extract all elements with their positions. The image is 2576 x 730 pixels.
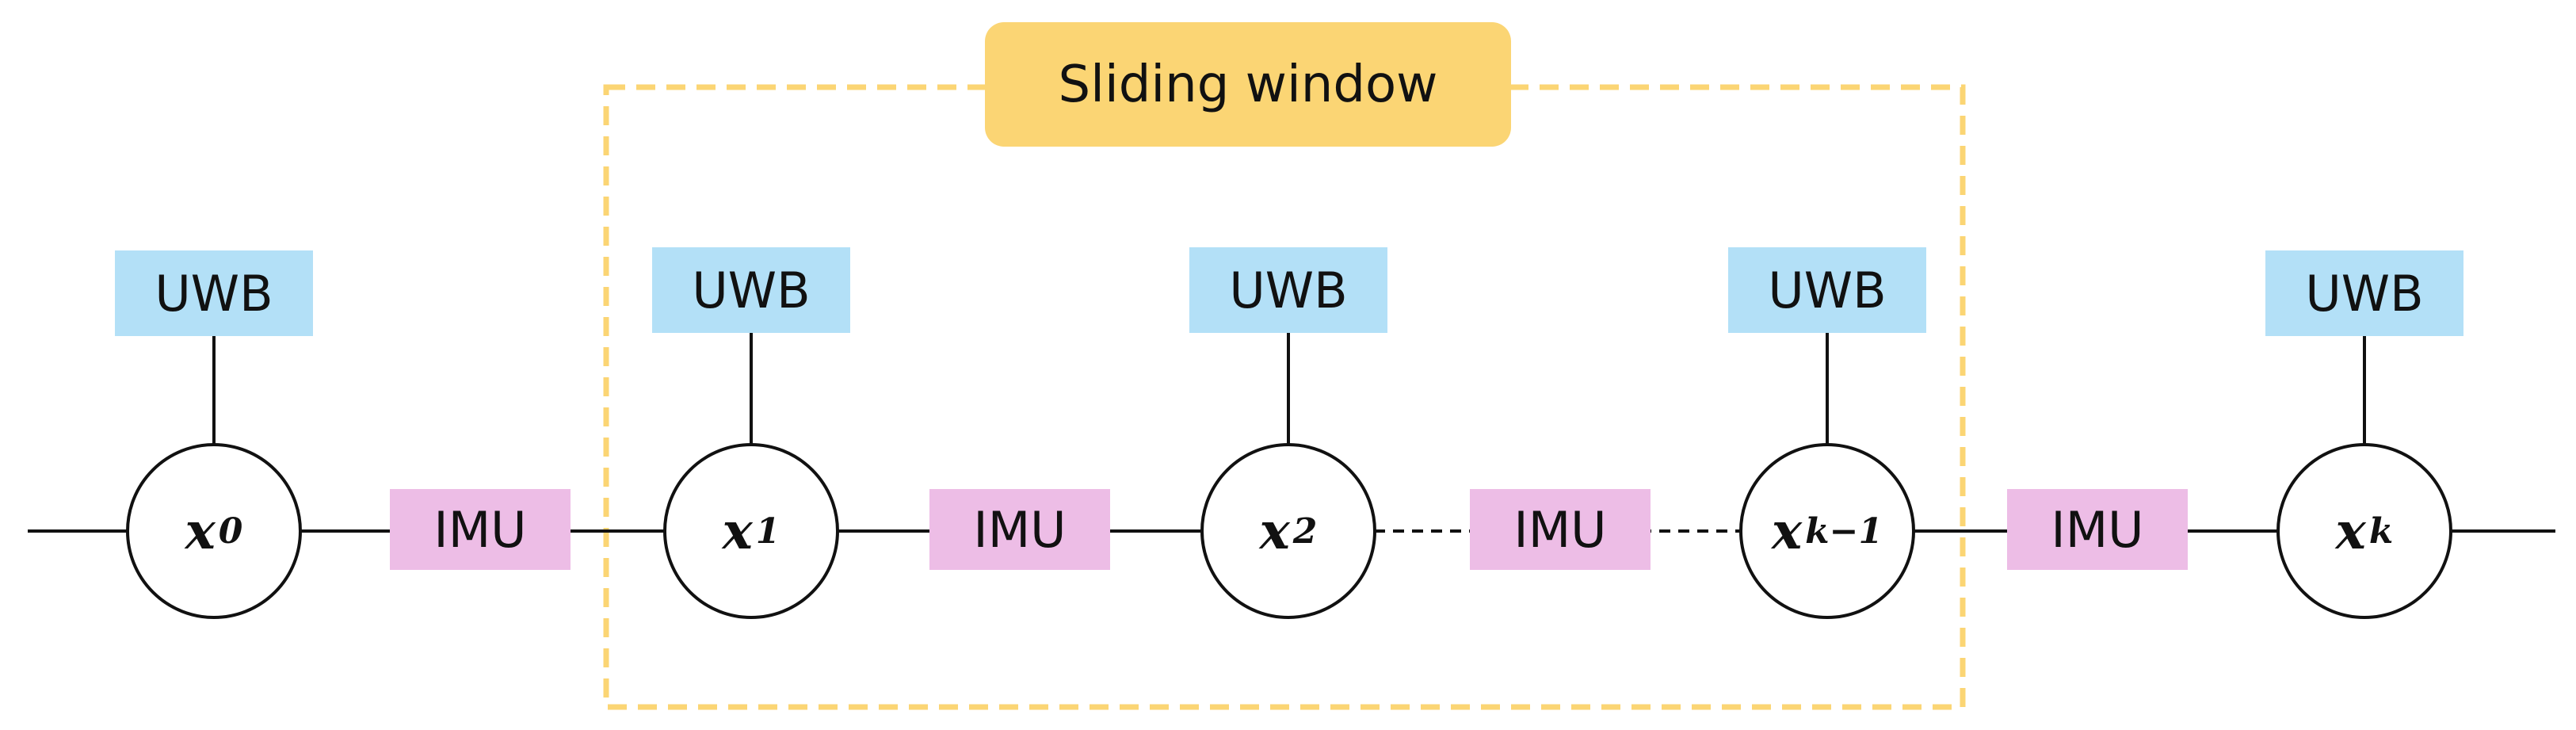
state-node-subscript: 1 bbox=[755, 510, 780, 552]
imu-box-0: IMU bbox=[390, 489, 571, 570]
state-node-base: x bbox=[722, 501, 753, 561]
sliding-window-label: Sliding window bbox=[985, 22, 1511, 147]
imu-box-1: IMU bbox=[929, 489, 1110, 570]
uwb-box-4: UWB bbox=[2265, 250, 2463, 336]
uwb-box-0: UWB bbox=[115, 250, 313, 336]
state-node-base: x bbox=[1259, 501, 1290, 561]
state-node-subscript: k−1 bbox=[1805, 510, 1883, 552]
state-node-subscript: 2 bbox=[1292, 510, 1318, 552]
state-node-base: x bbox=[1771, 501, 1803, 561]
imu-box-2: IMU bbox=[1470, 489, 1651, 570]
state-node-subscript: k bbox=[2368, 510, 2394, 552]
imu-box-3: IMU bbox=[2007, 489, 2188, 570]
uwb-box-3: UWB bbox=[1728, 247, 1926, 333]
state-node-base: x bbox=[185, 501, 216, 561]
state-node-base: x bbox=[2335, 501, 2366, 561]
state-node-subscript: 0 bbox=[218, 510, 243, 552]
uwb-box-1: UWB bbox=[652, 247, 850, 333]
uwb-box-2: UWB bbox=[1189, 247, 1387, 333]
